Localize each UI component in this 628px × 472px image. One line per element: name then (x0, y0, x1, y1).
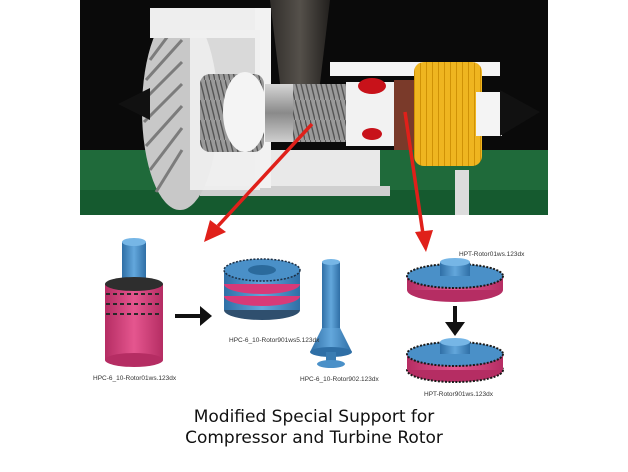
label-hpc-rotor901: HPC-6_10-Rotor901ws5.123dx (229, 337, 320, 344)
arrow-black-right (175, 306, 212, 326)
caption-line-1: Modified Special Support for (193, 407, 435, 427)
caption-line-2: Compressor and Turbine Rotor (185, 428, 443, 448)
arrow-red-left (204, 122, 314, 242)
arrow-red-right (403, 111, 433, 252)
hpt-rotor-bottom-icon (406, 338, 504, 383)
arrow-black-down (445, 306, 465, 336)
label-hpt-rotor901: HPT-Rotor901ws.123dx (424, 391, 494, 398)
hpc-support-stem-icon (310, 259, 352, 368)
hpt-rotor-top-icon (406, 258, 504, 302)
label-hpt-rotor01: HPT-Rotor01ws.123dx (459, 251, 525, 258)
engine-photo (80, 0, 548, 238)
hpc-rotor-assembly-icon (105, 238, 163, 367)
label-hpc-rotor01: HPC-6_10-Rotor01ws.123dx (93, 375, 177, 382)
hpc-disk-stack-icon (223, 258, 301, 320)
label-hpc-rotor902: HPC-6_10-Rotor902.123dx (300, 376, 379, 383)
